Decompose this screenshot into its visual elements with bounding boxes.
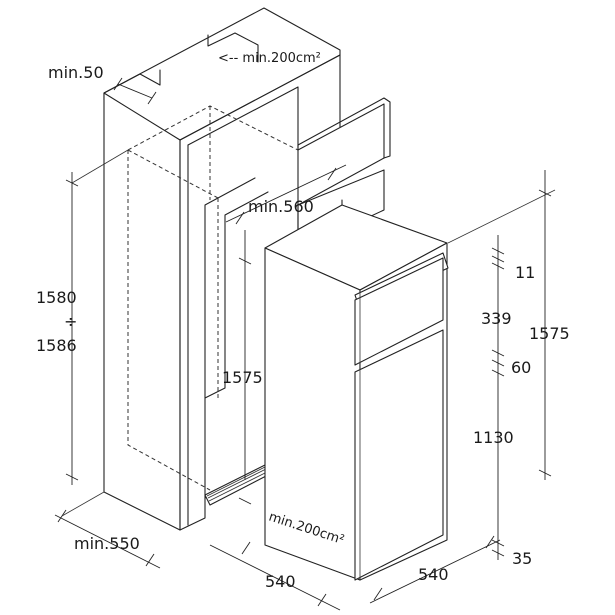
label-door-height: 1575 (222, 368, 263, 387)
niche-cabinet (103, 7, 341, 531)
niche-dashed-outline (127, 105, 299, 491)
dim-depth-540 (209, 541, 341, 611)
dim-min560 (225, 164, 347, 225)
label-width-540: 540 (418, 565, 449, 584)
label-niche-width: min.560 (248, 197, 314, 216)
dim-1575-inner (238, 230, 252, 505)
label-dim-339: 339 (481, 309, 512, 328)
label-depth-540: 540 (265, 572, 296, 591)
dim-min550 (54, 491, 161, 569)
dim-width-540 (369, 535, 501, 604)
label-dim-11: 11 (515, 263, 535, 282)
dim-min50 (113, 77, 157, 105)
dim-total-1575 (447, 170, 556, 480)
label-niche-height-max: 1586 (36, 336, 77, 355)
dim-right-stack (491, 235, 505, 560)
dim-niche-height (65, 149, 129, 485)
fridge-appliance (264, 199, 449, 581)
label-niche-gap-top: min.50 (48, 63, 104, 82)
label-dim-1130: 1130 (473, 428, 514, 447)
label-dim-60: 60 (511, 358, 531, 377)
label-dim-35: 35 (512, 549, 532, 568)
label-niche-height-sep: ÷ (64, 312, 77, 331)
label-total-height: 1575 (529, 324, 570, 343)
label-niche-height-min: 1580 (36, 288, 77, 307)
label-vent-top: <-- min.200cm² (218, 51, 321, 66)
label-niche-depth: min.550 (74, 534, 140, 553)
vent-grille (204, 464, 269, 506)
